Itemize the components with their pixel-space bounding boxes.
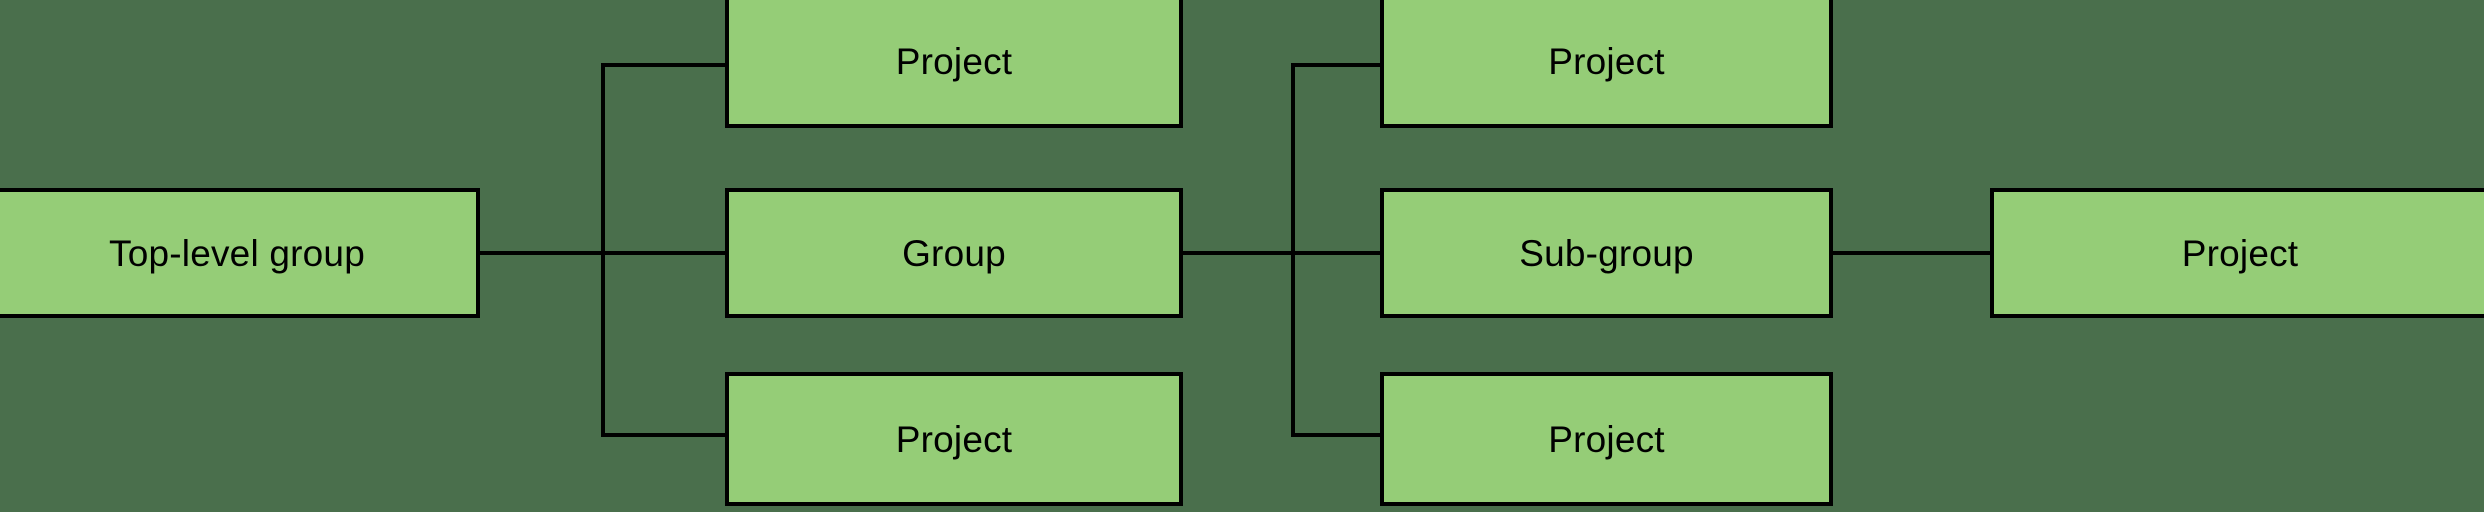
node-label-project-col3-bottom: Project: [1548, 418, 1665, 460]
node-group[interactable]: Group: [725, 188, 1183, 318]
node-sub-group[interactable]: Sub-group: [1380, 188, 1833, 318]
node-label-sub-group: Sub-group: [1519, 232, 1694, 274]
spine-1: [601, 63, 605, 437]
spine-2: [1291, 63, 1295, 437]
edge-spine2-to-project-bottom: [1291, 433, 1383, 437]
edge-spine1-to-project-top: [601, 63, 727, 67]
edge-spine1-to-group: [601, 251, 727, 255]
node-project-col4[interactable]: Project: [1990, 188, 2484, 318]
node-label-project-col2-bottom: Project: [895, 418, 1013, 460]
edge-spine2-to-project-top: [1291, 63, 1383, 67]
node-project-col2-bottom[interactable]: Project: [725, 372, 1183, 506]
node-top-level-group[interactable]: Top-level group: [0, 188, 480, 318]
edge-group-to-spine2: [1183, 251, 1295, 255]
node-project-col2-top[interactable]: Project: [725, 0, 1183, 128]
node-label-top-level-group: Top-level group: [109, 232, 365, 274]
node-project-col3-top[interactable]: Project: [1380, 0, 1833, 128]
node-label-group: Group: [902, 232, 1006, 274]
edge-toplevel-to-spine1: [480, 251, 607, 255]
node-label-project-col4: Project: [2181, 232, 2299, 274]
node-label-project-col2-top: Project: [895, 40, 1013, 82]
edge-spine2-to-subgroup: [1291, 251, 1383, 255]
node-label-project-col3-top: Project: [1548, 40, 1665, 82]
node-project-col3-bottom[interactable]: Project: [1380, 372, 1833, 506]
edge-subgroup-to-project: [1833, 251, 1991, 255]
edge-spine1-to-project-bottom: [601, 433, 727, 437]
